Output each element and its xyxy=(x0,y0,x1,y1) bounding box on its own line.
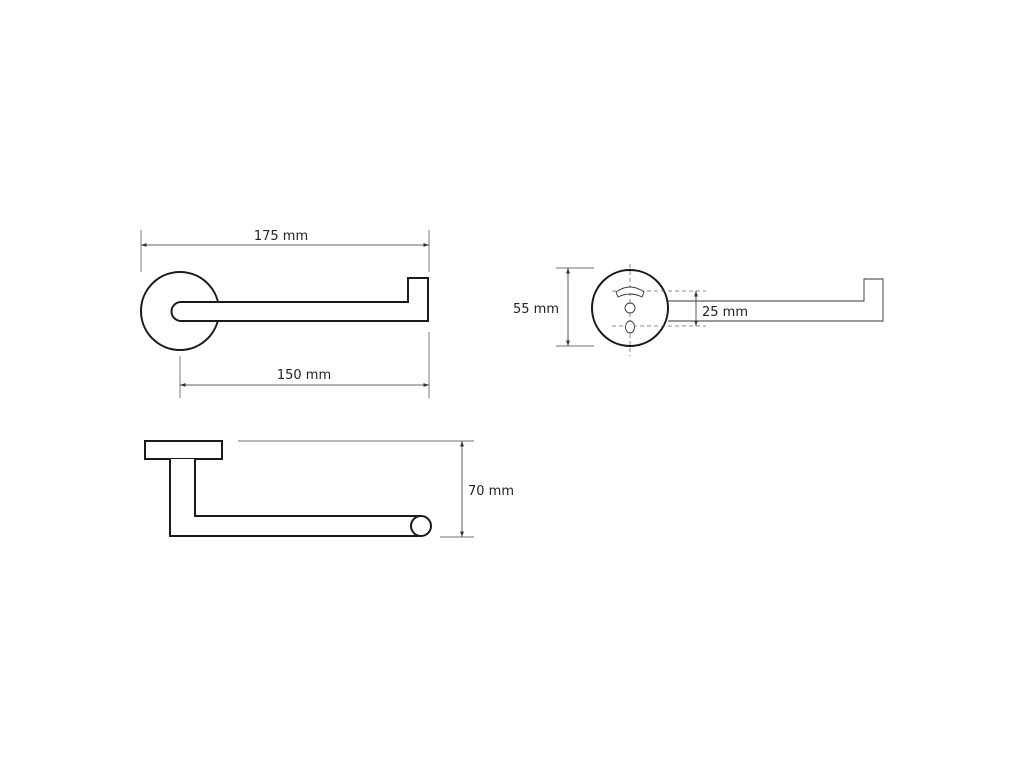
dimension-label-150: 150 mm xyxy=(277,368,331,383)
rear-view xyxy=(591,264,884,356)
wall-plate xyxy=(144,440,223,460)
dimension-150: 150 mm xyxy=(179,332,430,398)
dimension-label-25: 25 mm xyxy=(702,305,748,320)
dimension-55: 55 mm xyxy=(513,267,594,347)
arm-outline-thin xyxy=(668,278,884,322)
dimension-70: 70 mm xyxy=(238,440,514,538)
front-view xyxy=(140,271,429,351)
upper-slot xyxy=(615,286,645,298)
dimension-175: 175 mm xyxy=(140,229,430,272)
dimension-label-175: 175 mm xyxy=(254,229,308,244)
arm-end-circle xyxy=(410,515,432,537)
dimension-label-55: 55 mm xyxy=(513,302,559,317)
lower-hole xyxy=(625,320,635,334)
holder-arm xyxy=(170,277,429,322)
dimension-label-70: 70 mm xyxy=(468,484,514,499)
plan-arm xyxy=(169,459,422,537)
plan-view xyxy=(144,440,432,537)
middle-hole xyxy=(624,302,636,314)
dimension-25: 25 mm xyxy=(694,291,748,326)
